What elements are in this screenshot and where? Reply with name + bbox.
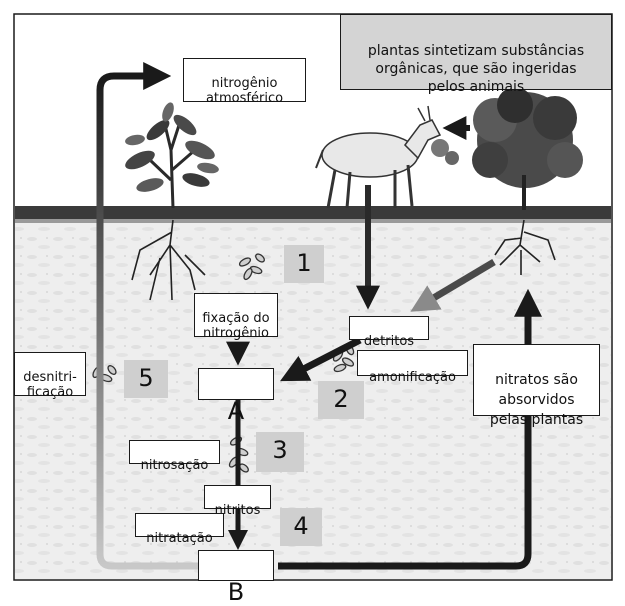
nitrosation-text: nitrosação <box>141 458 209 473</box>
step-1: 1 <box>284 245 324 283</box>
step-3: 3 <box>256 432 304 472</box>
ground-shadow <box>15 219 611 223</box>
denitrification-text: desnitri- ficação <box>23 370 77 400</box>
nitrates-absorbed-text: nitratos são absorvidos pelas plantas <box>490 372 583 428</box>
plants-note-text: plantas sintetizam substâncias orgânicas… <box>368 43 584 95</box>
atmospheric-nitrogen-text: nitrogênio atmosférico <box>206 76 283 106</box>
step-5: 5 <box>124 360 168 398</box>
fixation-text: fixação do nitrogênio <box>202 311 269 341</box>
nitratation-label: nitratação <box>135 513 224 537</box>
step-4-text: 4 <box>293 512 308 540</box>
box-a-text: A <box>228 397 244 425</box>
box-b-text: B <box>228 578 244 606</box>
step-2: 2 <box>318 381 364 419</box>
nitrogen-cycle-diagram: nitrogênio atmosférico plantas sintetiza… <box>0 0 625 583</box>
detritus-text: detritos <box>364 334 414 349</box>
step-1-text: 1 <box>296 249 311 277</box>
box-b: B <box>198 550 274 581</box>
nitratation-text: nitratação <box>146 531 212 546</box>
nitrates-absorbed-label: nitratos são absorvidos pelas plantas <box>473 344 600 416</box>
ground-surface <box>15 206 611 220</box>
box-a: A <box>198 368 274 400</box>
atmospheric-nitrogen-label: nitrogênio atmosférico <box>183 58 306 102</box>
fixation-label: fixação do nitrogênio <box>194 293 278 337</box>
nitrosation-label: nitrosação <box>129 440 220 464</box>
ammonification-label: amonificação <box>357 350 468 376</box>
nitrites-label: nitritos <box>204 485 271 509</box>
plants-note-label: plantas sintetizam substâncias orgânicas… <box>340 14 612 90</box>
step-3-text: 3 <box>272 436 287 464</box>
step-4: 4 <box>280 508 322 546</box>
denitrification-label: desnitri- ficação <box>14 352 86 396</box>
step-5-text: 5 <box>138 364 153 392</box>
ammonification-text: amonificação <box>369 370 456 385</box>
detritus-label: detritos <box>349 316 429 340</box>
step-2-text: 2 <box>333 385 348 413</box>
